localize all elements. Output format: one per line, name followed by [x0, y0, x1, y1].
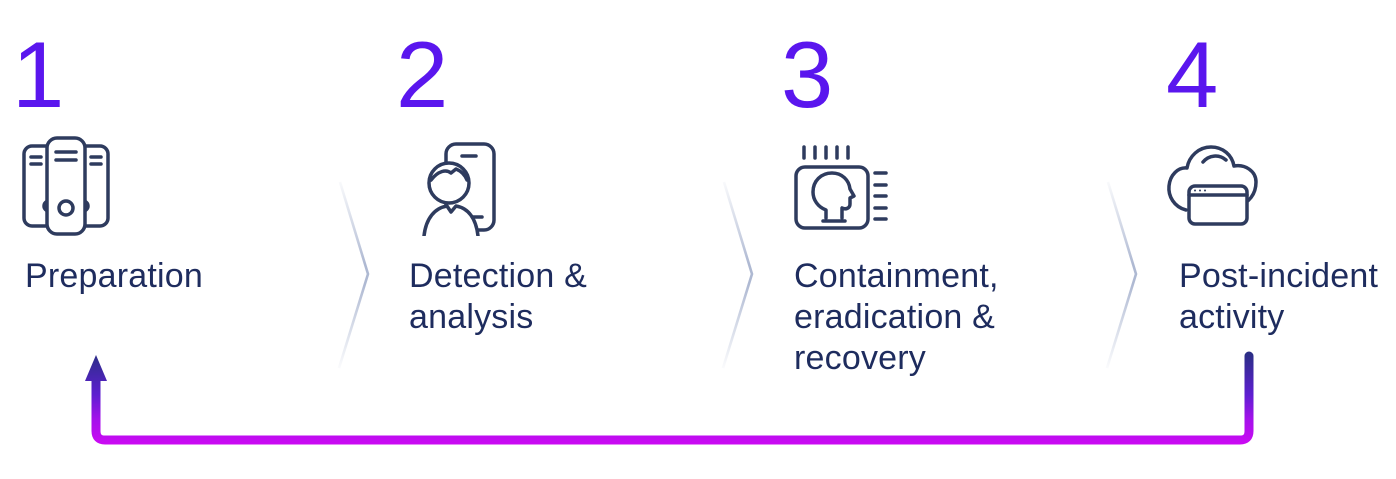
servers-icon	[16, 134, 116, 238]
arrowhead-up-icon	[85, 355, 107, 381]
step-number: 4	[1166, 22, 1218, 127]
step-3-containment-eradication-recovery: 3 Containment, eradication & recover	[781, 0, 1111, 479]
chevron-separator-icon	[1105, 181, 1138, 369]
cloud-window-icon	[1166, 140, 1266, 228]
step-number: 3	[781, 22, 833, 127]
step-label: Preparation	[25, 256, 203, 297]
step-label-line: Detection &	[409, 257, 587, 295]
step-4-post-incident-activity: 4 Post-incident activity	[1166, 0, 1396, 479]
step-label-line: Preparation	[25, 257, 203, 295]
ai-chip-icon	[789, 134, 889, 234]
step-label: Post-incident activity	[1179, 256, 1378, 338]
step-label-line: Post-incident	[1179, 257, 1379, 295]
chevron-separator-icon	[337, 181, 370, 369]
step-label-line: eradication &	[794, 298, 996, 336]
person-phone-icon	[422, 138, 500, 236]
step-label-line: analysis	[409, 298, 534, 336]
step-2-detection-analysis: 2 Detection & analysis	[396, 0, 726, 479]
step-label-line: Containment,	[794, 257, 999, 295]
step-label-line: activity	[1179, 298, 1285, 336]
chevron-separator-icon	[721, 181, 754, 369]
feedback-loop-arrow-icon	[85, 351, 1254, 445]
step-label: Containment, eradication & recovery	[794, 256, 999, 379]
step-label-line: recovery	[794, 339, 926, 377]
step-label: Detection & analysis	[409, 256, 587, 338]
step-number: 2	[396, 22, 448, 127]
step-1-preparation: 1 Preparation	[12, 0, 342, 479]
step-number: 1	[12, 22, 64, 127]
